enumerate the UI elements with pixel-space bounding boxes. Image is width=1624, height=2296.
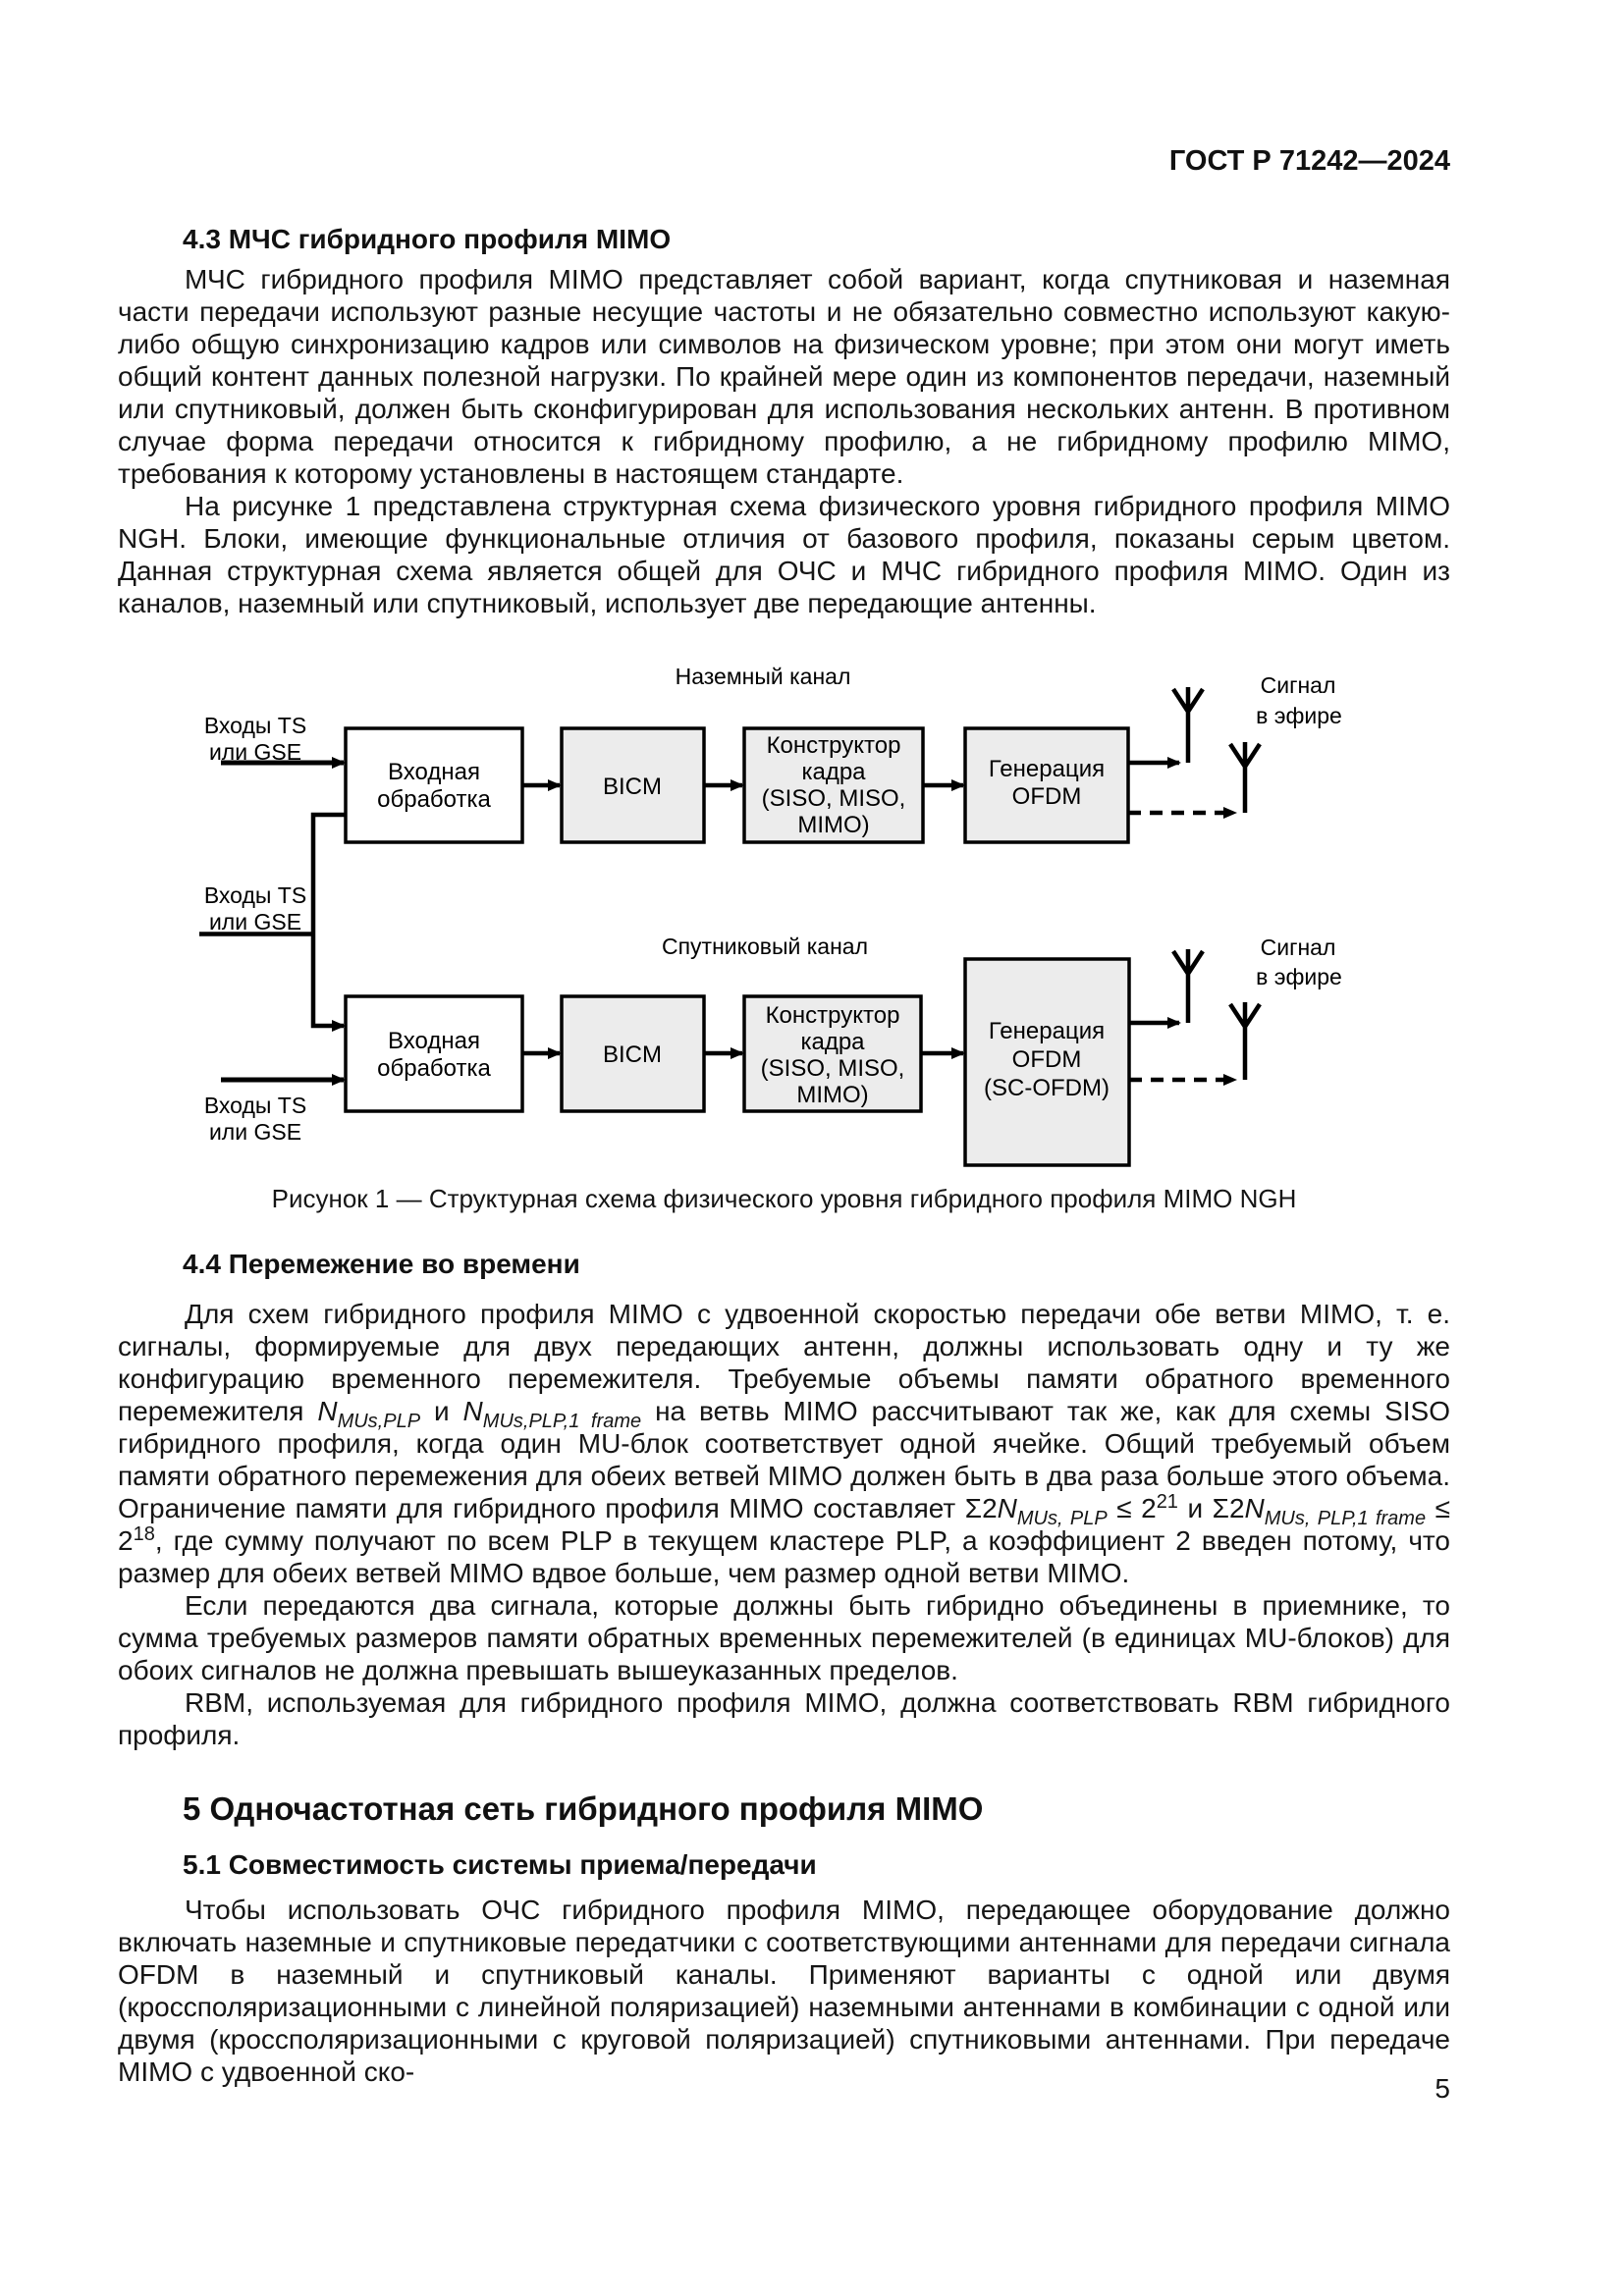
figure-1-caption: Рисунок 1 — Структурная схема физическог…: [271, 1184, 1297, 1213]
terrestrial-channel: Наземный канал Входы TS или GSE Входная …: [204, 664, 1342, 844]
satellite-antenna-2-icon: [1228, 1002, 1262, 1080]
section-4-4-body: Для схем гибридного профиля MIMO с удвое…: [118, 1298, 1450, 1751]
terrestrial-frame-builder-text1: Конструктор: [767, 732, 901, 759]
terrestrial-ofdm-generation-box: [963, 726, 1130, 844]
satellite-antenna-1-icon: [1171, 949, 1205, 1023]
para-time-interleaving-2: Если передаются два сигнала, которые дол…: [118, 1590, 1450, 1685]
section-4-4-title: 4.4 Перемежение во времени: [183, 1249, 580, 1279]
satellite-ofdm-text1: Генерация: [989, 1018, 1105, 1044]
section-4-3-body: МЧС гибридного профиля MIMO представляет…: [118, 263, 1450, 619]
satellite-frame-builder-text1: Конструктор: [766, 1002, 900, 1029]
shared-input-connector: [199, 812, 346, 1032]
terrestrial-frame-builder-box: [742, 726, 925, 844]
para-time-interleaving-3: RBM, используемая для гибридного профиля…: [118, 1687, 1450, 1750]
satellite-input-processing-text1: Входная: [388, 1028, 480, 1054]
satellite-ofdm-text3: (SC-OFDM): [984, 1075, 1110, 1101]
terrestrial-signal-label-line1: Сигнал: [1261, 672, 1336, 698]
para-compatibility-1: Чтобы использовать ОЧС гибридного профил…: [118, 1895, 1450, 2087]
satellite-channel: Спутниковый канал Входы TS или GSE Входн…: [204, 934, 1342, 1167]
para-time-interleaving-1: Для схем гибридного профиля MIMO с удвое…: [118, 1299, 1450, 1588]
section-5-1-title: 5.1 Совместимость системы приема/передач…: [183, 1849, 817, 1880]
satellite-frame-builder-text2: кадра: [800, 1029, 865, 1055]
middle-input-label-line2: или GSE: [209, 909, 301, 934]
page-header-gost-number: ГОСТ Р 71242—2024: [1168, 145, 1450, 177]
satellite-signal-label-line2: в эфире: [1256, 964, 1342, 989]
satellite-channel-label: Спутниковый канал: [662, 934, 868, 959]
satellite-input-label-line2: или GSE: [209, 1119, 301, 1145]
satellite-frame-builder-text3: (SISO, MISO,: [761, 1055, 905, 1082]
shared-input-wire: [310, 812, 346, 1032]
terrestrial-input-processing-text2: обработка: [377, 786, 491, 813]
terrestrial-bicm-text: BICM: [603, 774, 662, 800]
terrestrial-channel-label: Наземный канал: [676, 664, 851, 689]
terrestrial-antenna-2-icon: [1228, 742, 1262, 813]
section-5-title: 5 Одночастотная сеть гибридного профиля …: [183, 1790, 984, 1827]
terrestrial-frame-builder-text4: MIMO): [797, 812, 869, 838]
terrestrial-antenna-1-icon: [1171, 687, 1205, 763]
terrestrial-input-processing-box: [344, 726, 524, 844]
terrestrial-signal-label-line2: в эфире: [1256, 703, 1342, 728]
page-number: 5: [1435, 2073, 1450, 2104]
terrestrial-ofdm-text2: OFDM: [1012, 783, 1082, 810]
satellite-input-processing-text2: обработка: [377, 1055, 491, 1082]
figure-1-diagram: Входы TS или GSE Наземный канал Входы TS…: [199, 664, 1342, 1167]
satellite-signal-label-line1: Сигнал: [1261, 934, 1336, 960]
satellite-bicm-text: BICM: [603, 1041, 662, 1068]
satellite-input-label-line1: Входы TS: [204, 1093, 306, 1118]
satellite-frame-builder-text4: MIMO): [796, 1082, 868, 1108]
satellite-ofdm-text2: OFDM: [1012, 1046, 1082, 1073]
terrestrial-ofdm-text1: Генерация: [989, 756, 1105, 782]
para-mchs-mimo-2: На рисунке 1 представлена структурная сх…: [118, 491, 1450, 618]
section-5-1-body: Чтобы использовать ОЧС гибридного профил…: [118, 1894, 1450, 2088]
satellite-ofdm-generation-box: [963, 957, 1131, 1167]
section-4-3-title: 4.3 МЧС гибридного профиля MIMO: [183, 224, 672, 254]
terrestrial-frame-builder-text3: (SISO, MISO,: [762, 785, 906, 812]
terrestrial-frame-builder-text2: кадра: [801, 759, 866, 785]
terrestrial-input-label-line1: Входы TS: [204, 713, 306, 738]
terrestrial-input-processing-text1: Входная: [388, 759, 480, 785]
terrestrial-bicm-box: [560, 726, 706, 844]
satellite-input-processing-box: [344, 994, 524, 1113]
middle-input-label-line1: Входы TS: [204, 882, 306, 908]
para-mchs-mimo-1: МЧС гибридного профиля MIMO представляет…: [118, 264, 1450, 489]
